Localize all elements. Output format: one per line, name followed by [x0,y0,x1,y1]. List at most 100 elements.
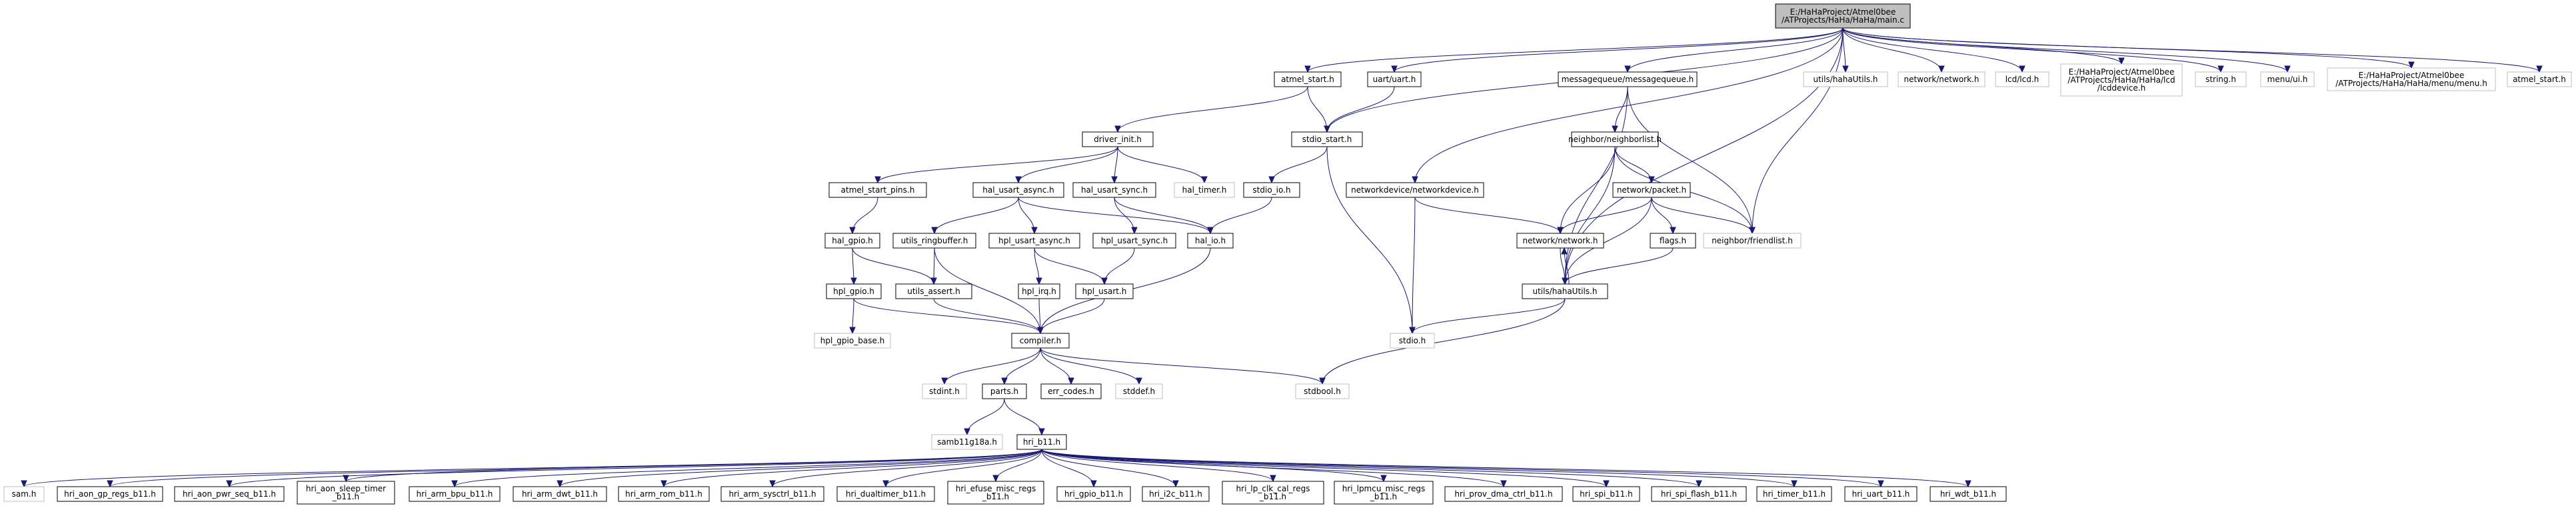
node-box [826,283,882,299]
node-hpl-irq-h[interactable]: hpl_irq.h [1018,283,1060,299]
node-hri-arm-sysctrl[interactable]: hri_arm_sysctrl_b11.h [720,486,824,502]
edge-arrowhead [1319,377,1326,385]
node-box [1040,383,1102,399]
node-label: utils/hahaUtils.h [1532,287,1597,296]
edge-arrowhead [2019,65,2025,73]
node-hri-timer[interactable]: hri_timer_b11.h [1756,486,1832,502]
node-hri-dualtimer[interactable]: hri_dualtimer_b11.h [836,486,935,502]
node-hri-aon-pwr-seq[interactable]: hri_aon_pwr_seq_b11.h [174,486,285,502]
node-hal-timer-h: hal_timer.h [1174,182,1235,198]
node-hpl-usart-h[interactable]: hpl_usart.h [1075,283,1134,299]
edge-main-c-to-lcd-h [1842,27,2023,73]
node-label: hal_io.h [1195,236,1226,245]
node-box [947,481,1044,505]
node-stdio-start-h[interactable]: stdio_start.h [1291,131,1363,147]
node-hal-io-h[interactable]: hal_io.h [1187,233,1234,249]
node-label: E:/HaHaProject/Atmel0bee [2359,71,2465,80]
node-hpl-usart-async-h[interactable]: hpl_usart_async.h [988,233,1080,249]
node-box [1390,333,1435,349]
edge-mq-h-to-neighborlist-h [1614,86,1628,133]
node-mq-h[interactable]: messagequeue/messagequeue.h [1558,71,1698,87]
node-label: stdint.h [929,387,960,396]
edge-arrowhead [850,277,857,285]
node-hri-uart[interactable]: hri_uart_b11.h [1844,486,1918,502]
node-stdio-io-h[interactable]: stdio_io.h [1243,182,1300,198]
node-main-c[interactable]: E:/HaHaProject/Atmel0bee/ATProjects/HaHa… [1775,3,1911,29]
edge-hri-b11-h-to-hri-aon-sleep-timer [345,449,1042,482]
node-hal-usart-async-h[interactable]: hal_usart_async.h [972,182,1064,198]
edge-arrowhead [343,475,349,483]
node-label: parts.h [990,387,1018,396]
edge-compiler-h-to-stddef-h [1040,347,1140,385]
edge-arrowhead [1037,327,1044,335]
node-neighborlist-h[interactable]: neighbor/neighborlist.h [1568,131,1662,147]
node-hri-efuse-misc[interactable]: hri_efuse_misc_regs_b11.h [947,481,1044,505]
edge-arrowhead [1561,247,1568,255]
node-box [1650,233,1696,249]
node-box [1930,486,2007,502]
node-hri-arm-dwt[interactable]: hri_arm_dwt_b11.h [513,486,607,502]
node-hal-usart-sync-h[interactable]: hal_usart_sync.h [1072,182,1156,198]
node-label: /ATProjects/HaHa/HaHa/main.c [1782,15,1904,25]
node-label: network/network.h [1523,236,1598,245]
node-hpl-gpio-h[interactable]: hpl_gpio.h [826,283,882,299]
node-hri-gpio[interactable]: hri_gpio_b11.h [1056,486,1131,502]
edge-compiler-h-to-parts-h [1004,347,1041,385]
node-hri-i2c[interactable]: hri_i2c_b11.h [1142,486,1210,502]
node-hri-spi[interactable]: hri_spi_b11.h [1572,486,1640,502]
edge-parts-h-to-hri-b11-h [1004,398,1042,435]
node-utils-ringbuffer-h[interactable]: utils_ringbuffer.h [892,233,976,249]
node-hri-aon-gp-regs[interactable]: hri_aon_gp_regs_b11.h [57,486,163,502]
node-network-h[interactable]: network/network.h [1516,233,1604,249]
node-compiler-h[interactable]: compiler.h [1011,333,1070,349]
edge-arrowhead [1304,65,1311,73]
node-label: hri_spi_flash_b11.h [1661,489,1737,499]
edge-hri-b11-h-to-hri-arm-rom [663,449,1042,487]
node-box [1346,182,1484,198]
edge-hpl-usart-sync-h-to-hpl-usart-h [1104,247,1135,285]
node-hri-arm-rom[interactable]: hri_arm_rom_b11.h [618,486,710,502]
node-hri-lpmcu-misc[interactable]: hri_lpmcu_misc_regs_b11.h [1334,481,1434,505]
edge-atmel-start-pins-h-to-hal-gpio-h [852,197,878,234]
edge-arrowhead [1409,327,1416,335]
node-hri-wdt[interactable]: hri_wdt_b11.h [1930,486,2007,502]
node-atmel-start-r: atmel_start.h [2507,71,2572,87]
edge-arrowhead [660,480,667,488]
edge-arrowhead [1136,377,1142,385]
node-hri-b11-h[interactable]: hri_b11.h [1016,434,1067,450]
node-utils-assert-h[interactable]: utils_assert.h [895,283,972,299]
node-hal-gpio-h[interactable]: hal_gpio.h [824,233,880,249]
edge-arrowhead [2284,65,2291,73]
node-atmel-start-pins-h[interactable]: atmel_start_pins.h [828,182,927,198]
node-label: utils/hahaUtils.h [1813,75,1878,84]
node-label: stdio.h [1399,336,1426,345]
edge-hri-b11-h-to-hri-arm-sysctrl [772,449,1042,487]
node-label: hpl_irq.h [1022,287,1056,296]
node-flags-h[interactable]: flags.h [1650,233,1696,249]
node-hri-prov-dma[interactable]: hri_prov_dma_ctrl_b11.h [1444,486,1563,502]
node-hri-arm-bpu[interactable]: hri_arm_bpu_b11.h [409,486,501,502]
node-label: hri_efuse_misc_regs [956,484,1036,493]
node-hahautils-h[interactable]: utils/hahaUtils.h [1522,283,1608,299]
edge-main-c-to-mq-h [1627,27,1844,73]
node-box [1522,283,1608,299]
node-hri-lp-clk-cal[interactable]: hri_lp_clk_cal_regs_b11.h [1222,481,1324,505]
node-atmel-start-h[interactable]: atmel_start.h [1274,71,1342,87]
node-packet-h[interactable]: network/packet.h [1612,182,1691,198]
node-samb11g18a-h: samb11g18a.h [931,434,1003,450]
node-box [1016,434,1067,450]
node-uart-h[interactable]: uart/uart.h [1367,71,1422,87]
node-hri-spi-flash[interactable]: hri_spi_flash_b11.h [1651,486,1747,502]
node-label: /ATProjects/HaHa/HaHa/lcd [2067,75,2175,85]
node-label: menu/ui.h [2267,75,2308,84]
node-hri-aon-sleep-timer[interactable]: hri_aon_sleep_timer_b11.h [297,481,395,505]
node-driver-init-h[interactable]: driver_init.h [1082,131,1154,147]
node-hpl-usart-sync-h[interactable]: hpl_usart_sync.h [1092,233,1176,249]
node-parts-h[interactable]: parts.h [982,383,1027,399]
node-networkdevice-h[interactable]: networkdevice/networkdevice.h [1346,182,1484,198]
node-err-codes-h[interactable]: err_codes.h [1040,383,1102,399]
node-label: hri_uart_b11.h [1852,489,1910,499]
node-label: utils_ringbuffer.h [901,236,968,245]
node-box [1803,71,1888,87]
